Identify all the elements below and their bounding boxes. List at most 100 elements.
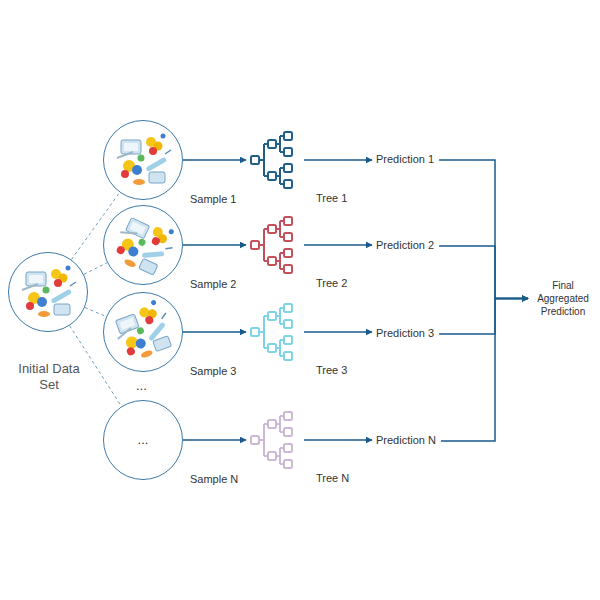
prediction-label: Prediction 3 [376, 327, 434, 341]
tree-label: Tree N [316, 472, 349, 486]
tree-branch [259, 229, 268, 261]
tree-node [251, 328, 259, 336]
sample-circle: Sample 2 [103, 205, 183, 285]
tree-node [268, 225, 276, 233]
tree-branch [276, 416, 284, 432]
shape [110, 298, 178, 365]
sample-circle: Initial Data Set [8, 252, 88, 332]
label-holder: ... [104, 401, 182, 479]
label-holder: Tree 3 [316, 364, 347, 378]
sampling-line [84, 263, 107, 275]
flow-arrow [439, 160, 528, 299]
prediction-label: Prediction N [376, 434, 436, 448]
tree-icon [250, 216, 300, 274]
tree-node [284, 352, 292, 360]
tree-node [251, 241, 259, 249]
tree-node [284, 304, 292, 312]
prediction-text: Prediction 3 [376, 327, 434, 341]
result-text: Final Aggregated Prediction [531, 279, 595, 318]
tree-icon [250, 131, 300, 189]
sample-illustration [110, 298, 178, 365]
tree-branch [259, 316, 268, 348]
tree-node [284, 249, 292, 257]
decision-tree: Tree 3 [250, 303, 300, 361]
decision-tree: Tree 1 [250, 131, 300, 189]
tree-node [268, 452, 276, 460]
tree-branch [276, 253, 284, 269]
tree-label: Tree 3 [316, 364, 347, 378]
flow-arrow [439, 299, 528, 334]
label-holder: Sample 2 [190, 278, 236, 292]
ellipsis-text: ... [138, 432, 149, 448]
label-holder: Tree 1 [316, 192, 347, 206]
tree-node [284, 336, 292, 344]
decision-tree: Tree 2 [250, 216, 300, 274]
node-label: Sample 1 [190, 193, 236, 207]
label-holder: Tree 2 [316, 277, 347, 291]
tree-node [284, 132, 292, 140]
prediction-label: Prediction 1 [376, 153, 434, 167]
node-label: Sample 2 [190, 278, 236, 292]
flow-arrow [304, 331, 372, 333]
sample-circle: ...Sample N [103, 400, 183, 480]
tree-node [268, 140, 276, 148]
flow-arrow [439, 246, 528, 299]
sampling-line [85, 308, 106, 317]
flow-arrow [183, 331, 246, 333]
tree-branch [276, 136, 284, 152]
prediction-text: Prediction N [376, 434, 436, 448]
tree-branch [276, 221, 284, 237]
sample-circle: Sample 3 [103, 292, 183, 372]
sample-illustration [109, 210, 180, 279]
shape [109, 210, 180, 279]
sample-circle: Sample 1 [103, 120, 183, 200]
flow-arrow [304, 159, 372, 161]
prediction-text: Prediction 2 [376, 239, 434, 253]
tree-node [251, 156, 259, 164]
tree-icon [250, 303, 300, 361]
prediction-text: Prediction 1 [376, 153, 434, 167]
label-holder: Initial Data Set [18, 361, 80, 394]
tree-node [284, 444, 292, 452]
tree-label: Tree 1 [316, 192, 347, 206]
tree-node [268, 312, 276, 320]
tree-node [284, 233, 292, 241]
flow-arrow [183, 159, 246, 161]
tree-node [284, 412, 292, 420]
tree-node [268, 257, 276, 265]
ellipsis-label: ... [136, 378, 147, 393]
flow-arrow [183, 439, 246, 441]
tree-branch [276, 340, 284, 356]
sampling-line [71, 193, 119, 260]
tree-branch [276, 168, 284, 184]
tree-node [284, 217, 292, 225]
tree-node [284, 148, 292, 156]
tree-node [284, 164, 292, 172]
tree-node [268, 420, 276, 428]
tree-branch [276, 308, 284, 324]
tree-node [284, 460, 292, 468]
flow-arrow [304, 244, 372, 246]
flow-arrow [441, 299, 528, 441]
tree-branch [259, 424, 268, 456]
tree-icon [250, 411, 300, 469]
tree-node [251, 436, 259, 444]
decision-tree: Tree N [250, 411, 300, 469]
tree-branch [276, 448, 284, 464]
initial-illustration [22, 266, 76, 318]
flow-arrow [304, 439, 372, 441]
tree-node [268, 344, 276, 352]
tree-label: Tree 2 [316, 277, 347, 291]
label-holder: Sample 3 [190, 365, 236, 379]
label-holder: Sample 1 [190, 193, 236, 207]
node-label: Initial Data Set [18, 361, 80, 394]
sample-illustration [117, 134, 171, 186]
tree-branch [259, 144, 268, 176]
final-prediction: Final Aggregated Prediction [531, 279, 595, 318]
tree-node [284, 265, 292, 273]
label-holder: Sample N [190, 473, 238, 487]
flow-arrow [183, 244, 246, 246]
